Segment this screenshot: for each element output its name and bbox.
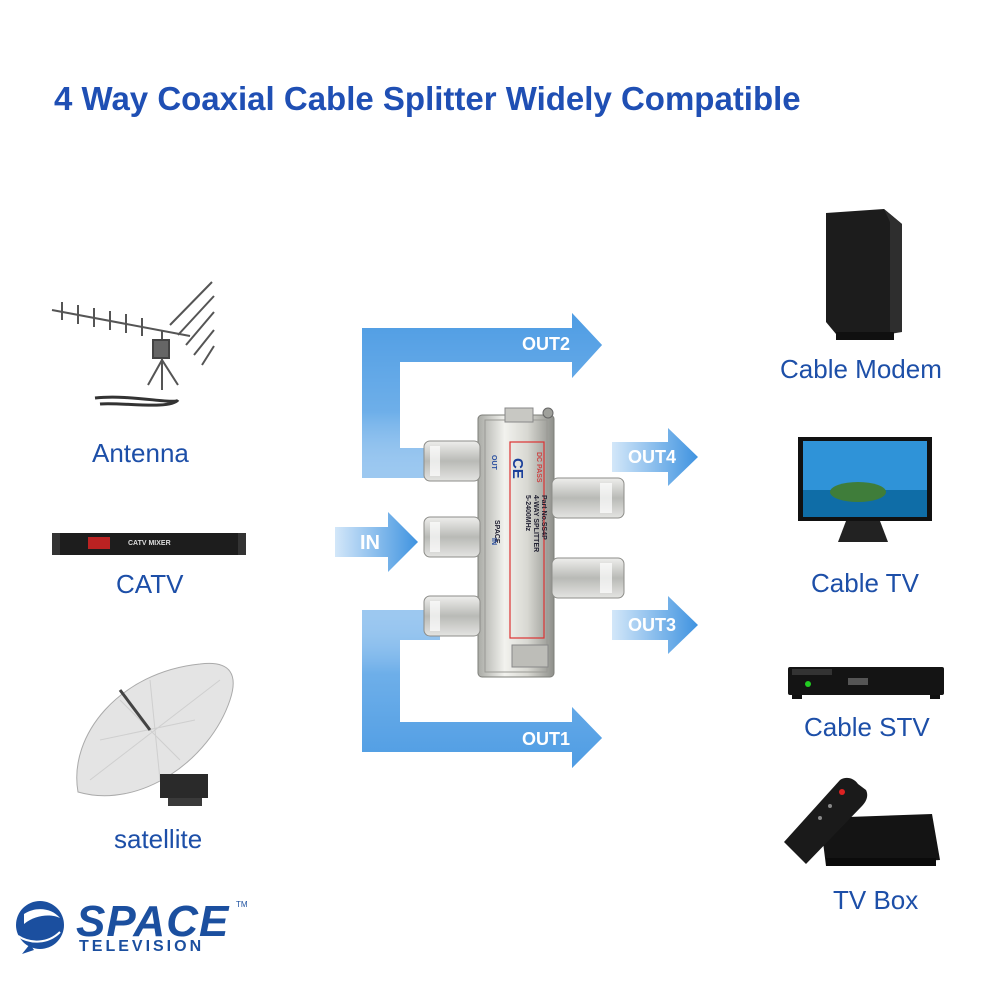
port-in-left (423, 516, 481, 558)
out2-arrow (362, 313, 602, 480)
antenna-icon (51, 281, 215, 407)
port-out-right-top (551, 477, 625, 519)
source-label-satellite: satellite (114, 824, 203, 854)
splitter-out-text: OUT (490, 455, 497, 470)
device-label-cable-stv: Cable STV (804, 712, 930, 742)
out3-arrow (612, 596, 698, 654)
splitter-part-text: Part No.SS4P (540, 495, 547, 540)
device-label-cable-tv: Cable TV (811, 568, 919, 598)
port-out-left-bottom (423, 595, 481, 637)
cable-modem-icon (826, 209, 902, 340)
catv-mixer-icon (52, 533, 246, 555)
satellite-dish-icon (76, 662, 234, 806)
set-top-box-icon (788, 667, 944, 699)
device-label-cable-modem: Cable Modem (780, 354, 942, 384)
logo-trademark: TM (236, 900, 248, 909)
splitter-dc-pass-text: DC PASS (535, 452, 542, 483)
in-arrow (335, 512, 418, 572)
device-label-tv-box: TV Box (833, 885, 919, 915)
source-label-catv: CATV (116, 569, 184, 599)
page-title: 4 Way Coaxial Cable Splitter Widely Comp… (54, 80, 801, 117)
splitter-in-text: IN (490, 538, 497, 545)
tv-icon (798, 437, 932, 542)
splitter-freq-text: 5-2400MHz (524, 495, 531, 532)
in-label: IN (360, 532, 380, 554)
logo-wordmark: SPACE (76, 897, 230, 946)
out3-label: OUT3 (628, 615, 677, 635)
out2-label: OUT2 (522, 334, 571, 354)
source-label-antenna: Antenna (92, 438, 189, 468)
out4-arrow (612, 428, 698, 486)
logo-globe-icon (16, 901, 64, 954)
tv-box-icon (784, 777, 940, 866)
catv-mixer-text: CATV MIXER (128, 540, 171, 547)
splitter-device (423, 407, 625, 678)
splitter-ce-text: CE (509, 458, 526, 479)
port-out-left-top (423, 440, 481, 482)
logo-subtitle: TELEVISION (79, 938, 205, 955)
out1-label: OUT1 (522, 729, 571, 749)
out4-label: OUT4 (628, 447, 677, 467)
out1-arrow (362, 610, 602, 768)
splitter-model-text: 4-WAY SPLITTER (532, 495, 539, 553)
port-out-right-bottom (551, 557, 625, 599)
